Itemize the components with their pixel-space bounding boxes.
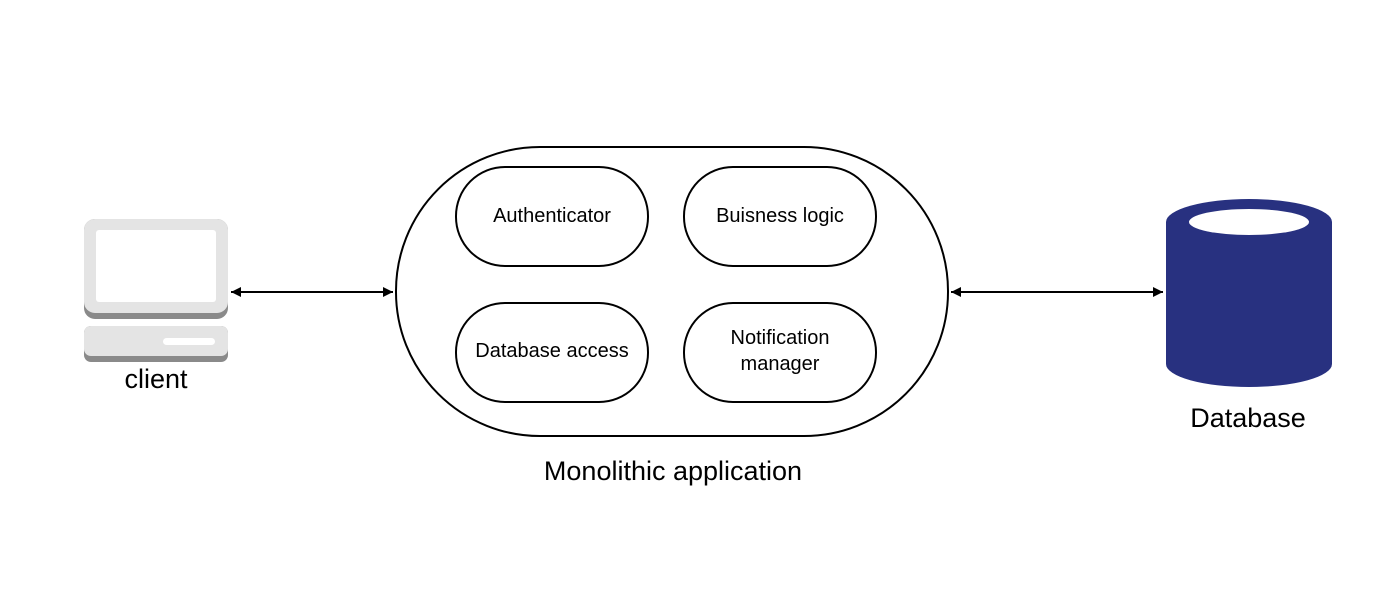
module-business-logic: Buisness logic bbox=[683, 166, 877, 267]
monolith-label: Monolithic application bbox=[544, 456, 802, 486]
database-label: Database bbox=[1190, 403, 1306, 433]
module-notification-manager: Notification manager bbox=[683, 302, 877, 403]
module-database-access: Database access bbox=[455, 302, 649, 403]
module-authenticator-label: Authenticator bbox=[493, 205, 611, 227]
module-business-logic-label: Buisness logic bbox=[716, 205, 844, 227]
module-notification-label-line2: manager bbox=[741, 353, 820, 375]
client-computer-icon bbox=[84, 219, 228, 362]
client-label: client bbox=[124, 364, 188, 394]
module-authenticator: Authenticator bbox=[455, 166, 649, 267]
database-cylinder-icon bbox=[1166, 199, 1332, 387]
module-notification-label-line1: Notification bbox=[731, 327, 830, 349]
module-database-access-label: Database access bbox=[475, 340, 628, 362]
